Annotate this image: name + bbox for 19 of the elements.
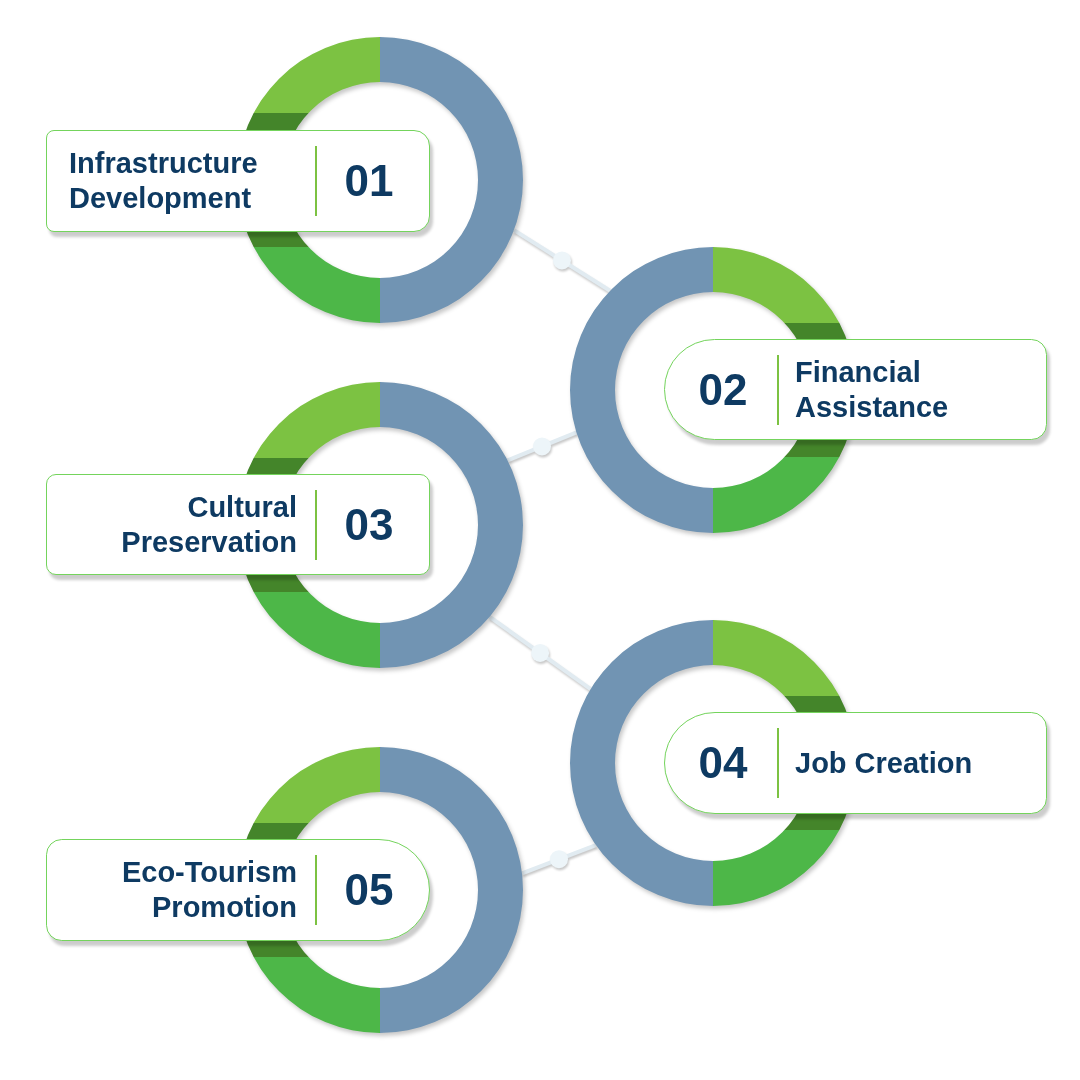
label-card bbox=[46, 474, 430, 575]
connector-line bbox=[521, 843, 597, 876]
step-title: Eco-Tourism Promotion bbox=[121, 856, 297, 923]
step-number: 04 bbox=[698, 738, 748, 787]
connector-line bbox=[512, 228, 612, 293]
step-number: 03 bbox=[344, 499, 394, 549]
step-number: 05 bbox=[344, 865, 394, 914]
label-card bbox=[664, 712, 1047, 814]
step-number: 02 bbox=[698, 364, 748, 414]
step-title: Cultural Preservation bbox=[121, 490, 297, 558]
label-card bbox=[664, 339, 1047, 440]
step-title: Financial Assistance bbox=[795, 355, 949, 423]
step-number: 01 bbox=[344, 156, 394, 205]
label-card bbox=[46, 839, 430, 941]
connector-line bbox=[506, 430, 578, 463]
step-title: Job Creation bbox=[795, 746, 973, 779]
connector-line bbox=[488, 615, 592, 691]
step-title: Infrastructure Development bbox=[69, 147, 258, 214]
label-card bbox=[46, 130, 430, 232]
